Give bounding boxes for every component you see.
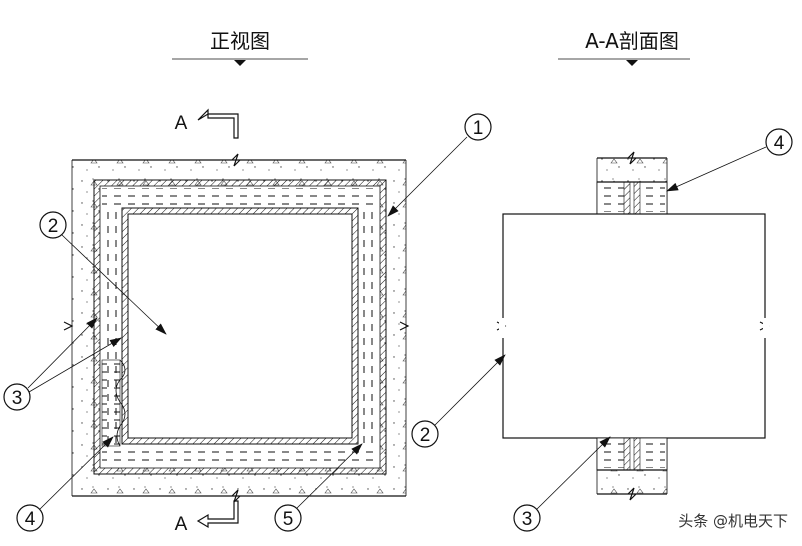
section-arrow-bottom bbox=[196, 500, 239, 529]
section-callout-3-leader bbox=[536, 436, 611, 510]
callout-3-circle bbox=[3, 383, 31, 411]
section-view-title: A-A剖面图 bbox=[585, 29, 679, 53]
section-duct bbox=[502, 213, 766, 439]
break-mark-bottom bbox=[231, 489, 241, 503]
callout-5-leader bbox=[296, 443, 363, 509]
break-mark-top bbox=[231, 153, 241, 167]
section-callout-4-label: 4 bbox=[774, 133, 785, 154]
seal-layer-right bbox=[358, 208, 378, 446]
front-title-marker bbox=[234, 60, 246, 66]
section-callout-4-circle bbox=[765, 128, 793, 156]
break-mark-left bbox=[63, 321, 74, 331]
section-break-gap-left bbox=[499, 318, 505, 338]
watermark: 头条 @机电天下 bbox=[678, 512, 788, 530]
section-callout-3-label: 3 bbox=[522, 509, 533, 530]
callout-2-label: 2 bbox=[48, 216, 59, 237]
section-seal-bottom-right bbox=[640, 440, 665, 468]
seal-layer-top bbox=[102, 188, 378, 208]
callout-1-leader bbox=[387, 136, 468, 217]
section-mark-a-bottom: A bbox=[175, 514, 188, 535]
section-mark-a-top: A bbox=[175, 113, 188, 134]
section-flange-bottom-b bbox=[633, 437, 641, 471]
section-callout-2-label: 2 bbox=[420, 425, 431, 446]
front-view-title: 正视图 bbox=[210, 29, 270, 53]
callout-2-leader bbox=[61, 234, 167, 335]
callout-4-leader bbox=[39, 436, 114, 510]
section-callout-2-circle bbox=[411, 420, 439, 448]
callout-1-label: 1 bbox=[473, 118, 484, 139]
callout-1-circle bbox=[464, 113, 492, 141]
section-flange-bottom-a bbox=[623, 437, 631, 471]
callout-4-circle bbox=[16, 504, 44, 532]
callout-4-label: 4 bbox=[25, 509, 36, 530]
callout-3-leader-a bbox=[27, 317, 98, 389]
section-break-gap-right bbox=[763, 318, 769, 338]
section-flange-top-b bbox=[633, 181, 641, 215]
section-view: A-A剖面图 4 bbox=[411, 29, 793, 532]
break-mark-right bbox=[399, 321, 410, 331]
section-callout-4-leader bbox=[666, 146, 767, 192]
callout-2-circle bbox=[39, 211, 67, 239]
section-callout-3-circle bbox=[513, 504, 541, 532]
callout-5-circle bbox=[274, 504, 302, 532]
callout-5-label: 5 bbox=[283, 509, 294, 530]
callout-3-label: 3 bbox=[12, 388, 23, 409]
section-flange-top-a bbox=[623, 181, 631, 215]
section-arrow-top bbox=[197, 108, 239, 139]
section-seal-top-right bbox=[640, 184, 665, 212]
section-break-bottom bbox=[627, 487, 637, 501]
section-callout-2-leader bbox=[434, 354, 506, 426]
section-break-top bbox=[627, 151, 637, 165]
section-seal-top-left bbox=[599, 184, 624, 212]
callout-3-leader-b bbox=[28, 337, 122, 393]
seal-layer-bottom bbox=[102, 446, 378, 466]
duct-opening bbox=[127, 213, 353, 439]
front-view: 正视图 A A 1 bbox=[3, 29, 492, 535]
section-title-marker bbox=[626, 60, 638, 66]
